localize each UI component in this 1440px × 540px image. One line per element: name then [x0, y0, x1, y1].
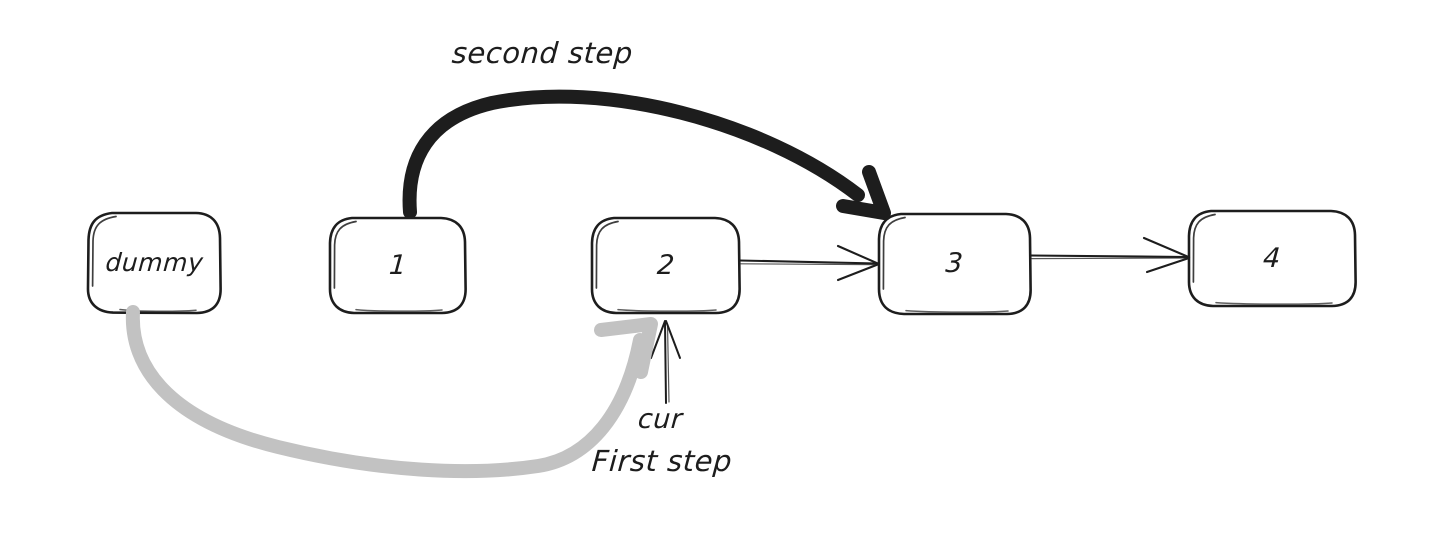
node-box-4[interactable]: [1187, 209, 1357, 308]
node-box-2[interactable]: [590, 216, 741, 315]
second-step-arc: [402, 89, 891, 220]
annotation-label-cur: cur: [636, 404, 684, 435]
node-box-3[interactable]: [877, 212, 1032, 316]
cur-pointer-arrow: [650, 320, 681, 404]
edge-arrow-3-to-4: [1029, 236, 1191, 274]
node-label-1: 1: [388, 249, 408, 281]
node-box-1[interactable]: [328, 216, 467, 315]
node-label-4: 4: [1262, 242, 1282, 274]
first-step-arc: [125, 305, 658, 479]
node-box-dummy[interactable]: [86, 211, 222, 315]
edge-arrow-2-to-3: [738, 244, 880, 282]
annotation-label-first-step: First step: [590, 444, 734, 478]
node-label-2: 2: [656, 249, 676, 281]
node-label-3: 3: [944, 247, 965, 279]
annotation-label-second-step: second step: [450, 36, 635, 70]
node-label-dummy: dummy: [104, 248, 205, 277]
